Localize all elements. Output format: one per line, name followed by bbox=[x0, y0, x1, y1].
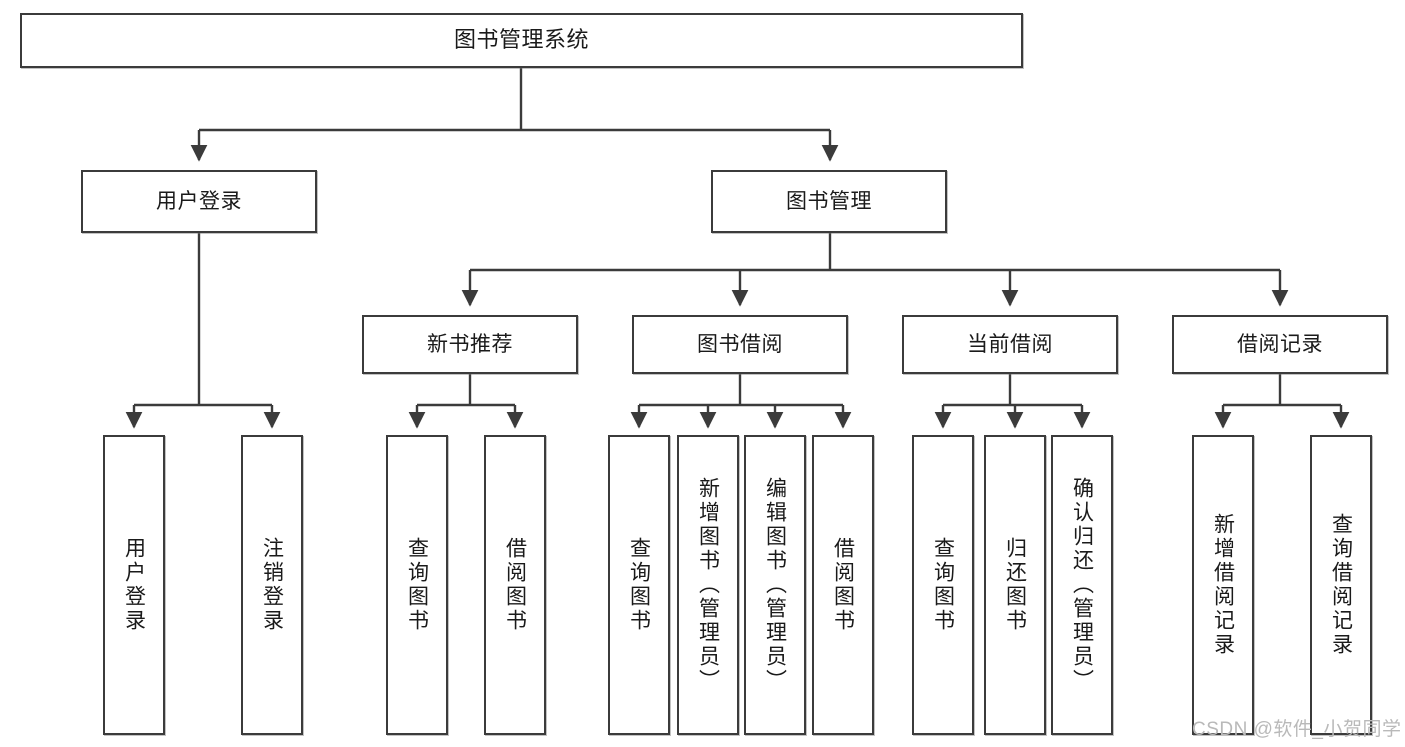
node-leaf-logout-label: 注销登录 bbox=[260, 537, 284, 633]
node-leaf-user-login-label: 用户登录 bbox=[122, 537, 146, 633]
node-book-manage[interactable]: 图书管理 bbox=[711, 170, 947, 233]
node-borrow-record[interactable]: 借阅记录 bbox=[1172, 315, 1388, 374]
node-leaf-query-record[interactable]: 查询借阅记录 bbox=[1310, 435, 1372, 735]
node-leaf-query-book-cur[interactable]: 查询图书 bbox=[912, 435, 974, 735]
node-leaf-return-book-label: 归还图书 bbox=[1003, 537, 1027, 633]
node-leaf-add-book[interactable]: 新增图书（管理员） bbox=[677, 435, 739, 735]
node-leaf-borrow-book-bor-label: 借阅图书 bbox=[831, 537, 855, 633]
node-leaf-query-record-label: 查询借阅记录 bbox=[1329, 513, 1353, 657]
node-current-borrow-label: 当前借阅 bbox=[967, 332, 1053, 356]
node-leaf-query-book-rec-label: 查询图书 bbox=[405, 537, 429, 633]
node-leaf-return-book[interactable]: 归还图书 bbox=[984, 435, 1046, 735]
node-leaf-add-book-label: 新增图书（管理员） bbox=[696, 477, 720, 693]
node-user-login[interactable]: 用户登录 bbox=[81, 170, 317, 233]
node-book-borrow-label: 图书借阅 bbox=[697, 332, 783, 356]
node-leaf-confirm-return-label: 确认归还（管理员） bbox=[1070, 477, 1094, 693]
node-leaf-user-login[interactable]: 用户登录 bbox=[103, 435, 165, 735]
node-leaf-borrow-book-bor[interactable]: 借阅图书 bbox=[812, 435, 874, 735]
node-root-label: 图书管理系统 bbox=[453, 27, 589, 53]
node-new-book-recommend[interactable]: 新书推荐 bbox=[362, 315, 578, 374]
node-book-manage-label: 图书管理 bbox=[786, 189, 872, 213]
node-book-borrow[interactable]: 图书借阅 bbox=[632, 315, 848, 374]
node-leaf-query-book-cur-label: 查询图书 bbox=[931, 537, 955, 633]
node-borrow-record-label: 借阅记录 bbox=[1237, 332, 1323, 356]
node-leaf-query-book-rec[interactable]: 查询图书 bbox=[386, 435, 448, 735]
node-user-login-label: 用户登录 bbox=[156, 189, 242, 213]
node-leaf-edit-book-label: 编辑图书（管理员） bbox=[763, 477, 787, 693]
node-leaf-query-book-bor-label: 查询图书 bbox=[627, 537, 651, 633]
node-leaf-edit-book[interactable]: 编辑图书（管理员） bbox=[744, 435, 806, 735]
csdn-watermark: CSDN @软件_小贺同学 bbox=[1192, 719, 1402, 740]
node-root[interactable]: 图书管理系统 bbox=[20, 13, 1023, 68]
node-leaf-add-record[interactable]: 新增借阅记录 bbox=[1192, 435, 1254, 735]
node-leaf-borrow-book-rec-label: 借阅图书 bbox=[503, 537, 527, 633]
node-leaf-borrow-book-rec[interactable]: 借阅图书 bbox=[484, 435, 546, 735]
node-leaf-query-book-bor[interactable]: 查询图书 bbox=[608, 435, 670, 735]
node-leaf-confirm-return[interactable]: 确认归还（管理员） bbox=[1051, 435, 1113, 735]
node-current-borrow[interactable]: 当前借阅 bbox=[902, 315, 1118, 374]
node-leaf-logout[interactable]: 注销登录 bbox=[241, 435, 303, 735]
node-leaf-add-record-label: 新增借阅记录 bbox=[1211, 513, 1235, 657]
node-new-book-recommend-label: 新书推荐 bbox=[427, 332, 513, 356]
